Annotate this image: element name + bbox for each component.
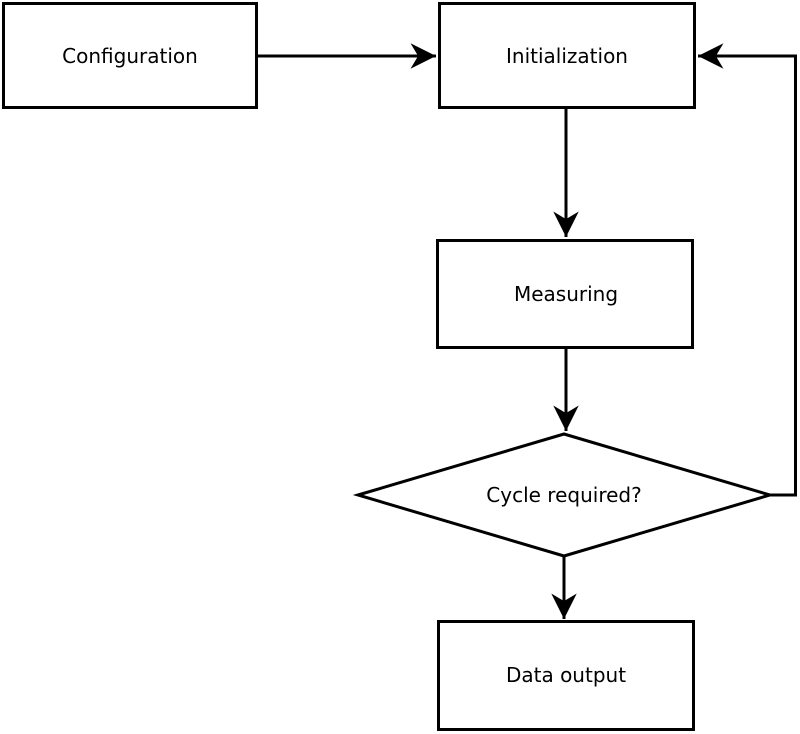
edge-cycle-required-loop-to-initialization: [698, 43, 797, 497]
node-initialization-label: Initialization: [506, 44, 628, 68]
node-configuration: [2, 2, 258, 109]
node-cycle-required: [352, 432, 776, 558]
node-cycle-required-label: Cycle required?: [486, 483, 641, 507]
node-data-output-label: Data output: [506, 663, 626, 687]
node-measuring-label: Measuring: [514, 282, 618, 306]
node-data-output: [437, 620, 695, 731]
node-measuring: [436, 239, 694, 349]
node-initialization: [438, 2, 696, 109]
node-configuration-label: Configuration: [62, 44, 198, 68]
